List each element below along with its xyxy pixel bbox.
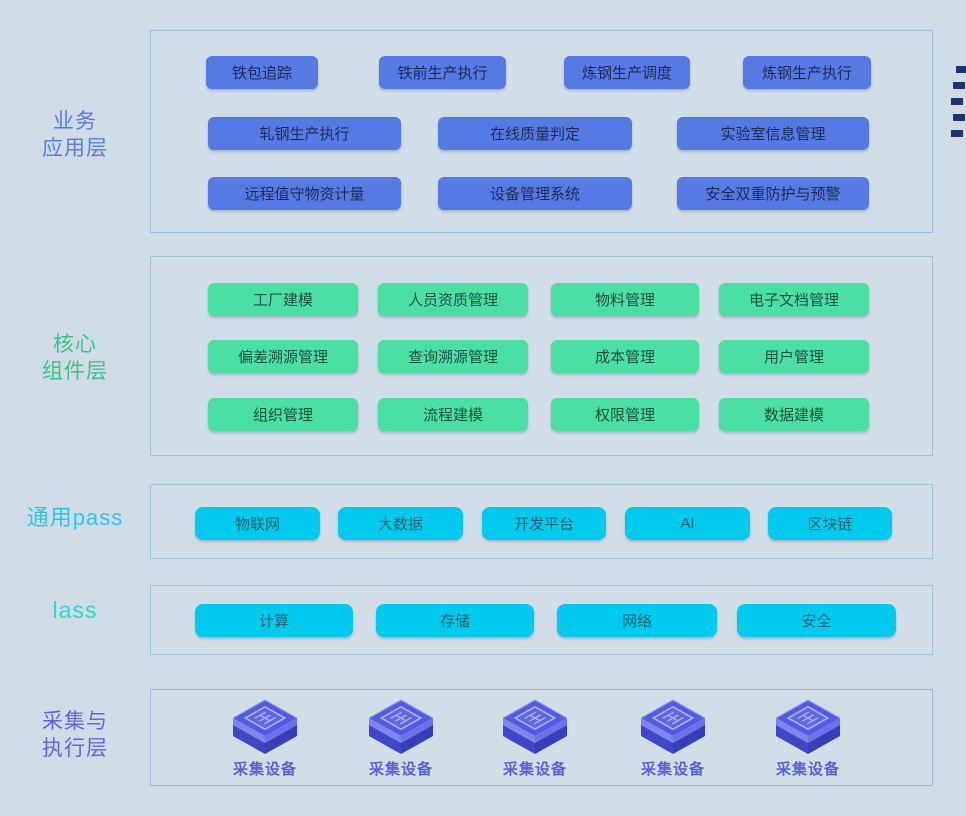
core-button[interactable]: 用户管理 [719, 340, 869, 373]
capture-device: 采集设备 [763, 698, 853, 779]
layer-label-line: 通用pass [26, 505, 124, 530]
core-button[interactable]: 查询溯源管理 [378, 340, 528, 373]
iaas-button[interactable]: 存储 [376, 604, 534, 637]
capture-device-label: 采集设备 [368, 761, 433, 778]
layer-label-business: 业务 应用层 [0, 108, 150, 162]
capture-device-cube-icon [502, 699, 568, 754]
decor-square [956, 66, 966, 73]
capture-device: 采集设备 [628, 698, 718, 779]
panel-paas-layer: 物联网 大数据 开发平台 AI 区块链 [150, 484, 933, 559]
layer-label-line: 执行层 [42, 737, 108, 760]
decor-square [953, 114, 965, 121]
paas-button[interactable]: 大数据 [338, 507, 463, 540]
iaas-button[interactable]: 安全 [737, 604, 896, 637]
paas-button[interactable]: 开发平台 [482, 507, 606, 540]
panel-business-layer: 铁包追踪 铁前生产执行 炼钢生产调度 炼钢生产执行 轧钢生产执行 在线质量判定 … [150, 30, 933, 233]
capture-device-label: 采集设备 [640, 761, 705, 778]
app-button[interactable]: 轧钢生产执行 [208, 117, 401, 150]
app-button[interactable]: 设备管理系统 [438, 177, 632, 210]
core-button[interactable]: 数据建模 [719, 398, 869, 431]
layer-label-paas: 通用pass [0, 504, 150, 531]
panel-devices-layer: 采集设备 采集设备 [150, 689, 933, 786]
decor-square [953, 82, 965, 89]
capture-device-label: 采集设备 [232, 761, 297, 778]
app-button[interactable]: 炼钢生产调度 [564, 56, 690, 89]
panel-iaas-layer: 计算 存储 网络 安全 [150, 585, 933, 655]
capture-device-cube-icon [368, 699, 434, 754]
capture-device-label: 采集设备 [502, 761, 567, 778]
layer-label-iaas: lass [0, 597, 150, 624]
layer-label-line: 核心 [53, 333, 97, 356]
decor-square [951, 98, 963, 105]
capture-device-cube-icon [775, 699, 841, 754]
core-button[interactable]: 人员资质管理 [378, 283, 528, 316]
app-button[interactable]: 铁包追踪 [206, 56, 318, 89]
core-button[interactable]: 物料管理 [551, 283, 699, 316]
paas-button[interactable]: AI [625, 507, 750, 540]
capture-device-label: 采集设备 [775, 761, 840, 778]
app-button[interactable]: 远程值守物资计量 [208, 177, 401, 210]
app-button[interactable]: 实验室信息管理 [677, 117, 869, 150]
panel-core-layer: 工厂建模 人员资质管理 物料管理 电子文档管理 偏差溯源管理 查询溯源管理 成本… [150, 256, 933, 456]
iaas-button[interactable]: 网络 [557, 604, 717, 637]
app-button[interactable]: 炼钢生产执行 [743, 56, 871, 89]
core-button[interactable]: 流程建模 [378, 398, 528, 431]
core-button[interactable]: 组织管理 [208, 398, 358, 431]
layer-label-line: 应用层 [42, 137, 108, 160]
paas-button[interactable]: 物联网 [195, 507, 320, 540]
capture-device: 采集设备 [356, 698, 446, 779]
capture-device: 采集设备 [220, 698, 310, 779]
core-button[interactable]: 电子文档管理 [719, 283, 869, 316]
layer-label-line: lass [52, 597, 98, 623]
app-button[interactable]: 在线质量判定 [438, 117, 632, 150]
layer-label-line: 采集与 [42, 710, 108, 733]
capture-device-cube-icon [640, 699, 706, 754]
app-button[interactable]: 铁前生产执行 [379, 56, 506, 89]
layer-label-core: 核心 组件层 [0, 331, 150, 385]
capture-device-cube-icon [232, 699, 298, 754]
core-button[interactable]: 偏差溯源管理 [208, 340, 358, 373]
core-button[interactable]: 权限管理 [551, 398, 699, 431]
layer-label-line: 业务 [53, 110, 97, 133]
layer-label-devices: 采集与 执行层 [0, 708, 150, 762]
iaas-button[interactable]: 计算 [195, 604, 353, 637]
app-button[interactable]: 安全双重防护与预警 [677, 177, 869, 210]
capture-device: 采集设备 [490, 698, 580, 779]
paas-button[interactable]: 区块链 [768, 507, 892, 540]
core-button[interactable]: 工厂建模 [208, 283, 358, 316]
decor-square [951, 130, 963, 137]
layer-label-line: 组件层 [42, 360, 108, 383]
core-button[interactable]: 成本管理 [551, 340, 699, 373]
